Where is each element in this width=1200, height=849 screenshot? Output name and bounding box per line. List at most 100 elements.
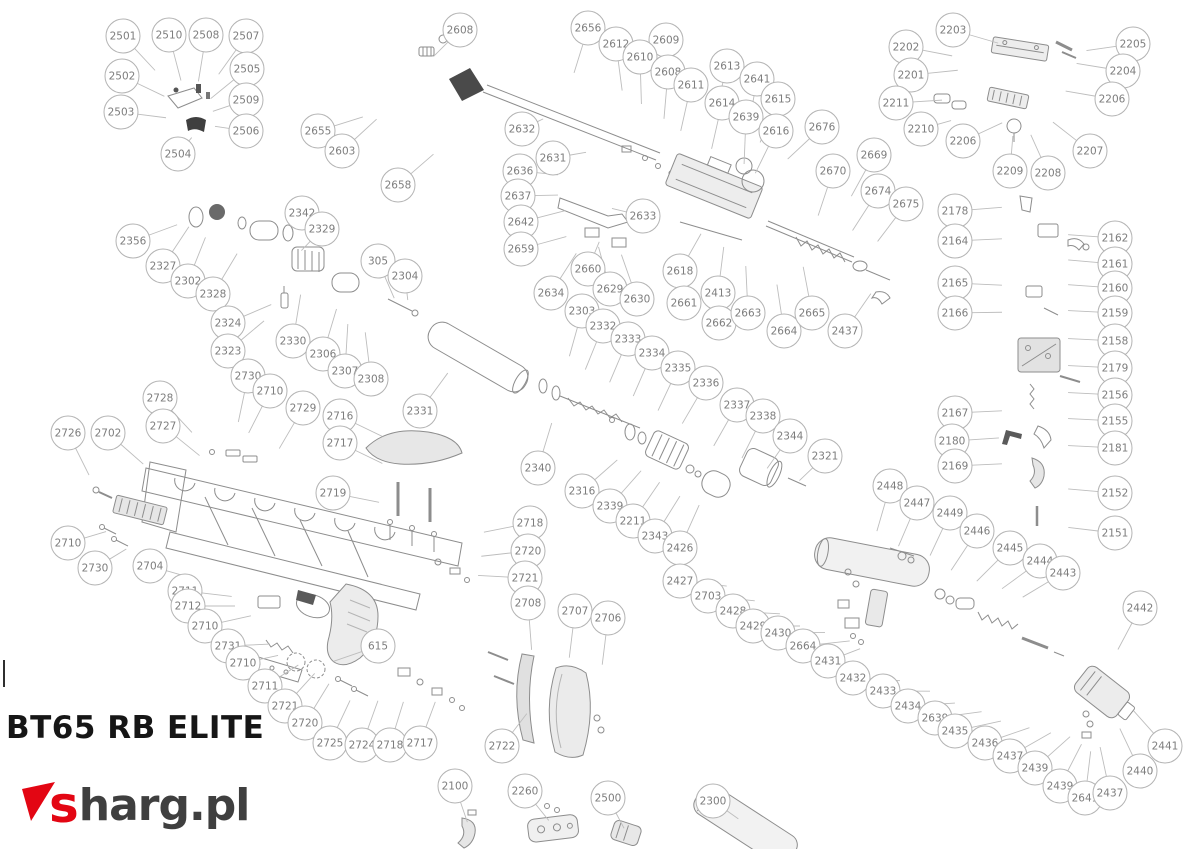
leader-line: [912, 99, 943, 103]
part-number: 2324: [215, 318, 242, 330]
leader-line: [971, 410, 1002, 413]
part-callout: 2706: [590, 600, 626, 636]
leader-line: [711, 119, 719, 149]
part-callout-circle: [590, 780, 626, 816]
part-number: 2413: [705, 288, 732, 300]
leader-line: [978, 122, 1003, 135]
leader-line: [799, 467, 814, 481]
part-callout-circle: [228, 113, 264, 149]
part-callout-circle: [827, 313, 863, 349]
part-callout: 2505: [229, 51, 265, 87]
part-callout-circle: [145, 408, 181, 444]
leader-line: [817, 186, 829, 216]
leader-line: [687, 233, 702, 257]
part-callout-circle: [709, 48, 745, 84]
part-number: 2710: [192, 621, 219, 633]
part-number: 2165: [942, 278, 969, 290]
leader-line: [237, 392, 245, 423]
part-callout-circle: [622, 39, 658, 75]
part-callout-circle: [1092, 775, 1128, 811]
leader-line: [1068, 310, 1099, 313]
part-callout-circle: [772, 418, 808, 454]
part-callout: 2155: [1097, 403, 1133, 439]
part-number: 2613: [714, 61, 741, 73]
part-number: 2663: [735, 308, 762, 320]
part-callout: 2181: [1097, 430, 1133, 466]
part-callout-circle: [1072, 133, 1108, 169]
part-callout: 2167: [937, 395, 973, 431]
leader-line: [1099, 746, 1107, 777]
part-callout-circle: [856, 137, 892, 173]
leader-line: [406, 292, 409, 301]
part-callout-circle: [794, 295, 830, 331]
part-callout: 2718: [372, 727, 408, 763]
part-number: 2630: [624, 294, 651, 306]
part-callout: 2207: [1072, 133, 1108, 169]
part-callout: 2178: [937, 193, 973, 229]
part-callout: 2722: [484, 728, 520, 764]
part-callout-circle: [937, 223, 973, 259]
part-number: 2300: [700, 796, 727, 808]
leader-line: [542, 422, 553, 452]
part-callout-circle: [507, 773, 543, 809]
part-callout-circle: [50, 525, 86, 561]
part-callout-circle: [932, 495, 968, 531]
part-number: 2629: [597, 284, 624, 296]
part-callout: 2631: [535, 140, 571, 176]
part-callout: 2206: [1094, 81, 1130, 117]
leader-line: [620, 254, 632, 284]
part-number: 2202: [893, 42, 920, 54]
part-callout-circle: [360, 628, 396, 664]
part-callout-circle: [360, 243, 396, 279]
leader-line: [327, 308, 337, 338]
leader-line: [929, 528, 944, 556]
part-number: 2327: [150, 261, 177, 273]
part-callout: 2663: [730, 295, 766, 331]
part-callout-circle: [1045, 555, 1081, 591]
part-callout: 2704: [132, 548, 168, 584]
part-number: 2201: [898, 70, 925, 82]
leader-line: [1086, 45, 1117, 51]
leader-line: [745, 266, 748, 297]
leader-line: [429, 372, 449, 398]
part-callout: 2510: [151, 17, 187, 53]
leader-line: [971, 720, 1002, 728]
part-number: 615: [368, 641, 388, 653]
part-callout: 2717: [322, 425, 358, 461]
part-number: 2501: [110, 31, 137, 43]
part-callout-circle: [315, 475, 351, 511]
part-number: 2722: [489, 741, 516, 753]
leader-line: [535, 803, 550, 821]
part-callout: 2609: [648, 22, 684, 58]
part-number: 2445: [997, 543, 1024, 555]
part-number: 2162: [1102, 233, 1129, 245]
part-number: 2503: [108, 107, 135, 119]
part-number: 2151: [1102, 528, 1129, 540]
part-callout: 2729: [285, 390, 321, 426]
part-number: 2631: [540, 153, 567, 165]
part-callout: 2710: [252, 373, 288, 409]
leader-line: [594, 241, 600, 254]
part-callout: 2664: [766, 313, 802, 349]
part-callout: 2703: [690, 578, 726, 614]
part-callout-circle: [50, 415, 86, 451]
part-number: 2664: [790, 641, 817, 653]
leader-line: [876, 502, 886, 532]
part-number: 2642: [508, 217, 535, 229]
part-callout: 2659: [503, 231, 539, 267]
part-callout-circle: [210, 333, 246, 369]
part-number: 2434: [895, 701, 922, 713]
part-callout: 2161: [1097, 246, 1133, 282]
part-callout-circle: [1122, 590, 1158, 626]
leader-line: [743, 133, 746, 164]
part-number: 2164: [942, 236, 969, 248]
leader-line: [1117, 622, 1133, 650]
leader-line: [334, 116, 363, 127]
leader-line: [218, 49, 237, 75]
part-callout-circle: [992, 530, 1028, 566]
part-number: 2169: [942, 461, 969, 473]
part-number: 2307: [332, 366, 359, 378]
leader-line: [511, 713, 528, 733]
